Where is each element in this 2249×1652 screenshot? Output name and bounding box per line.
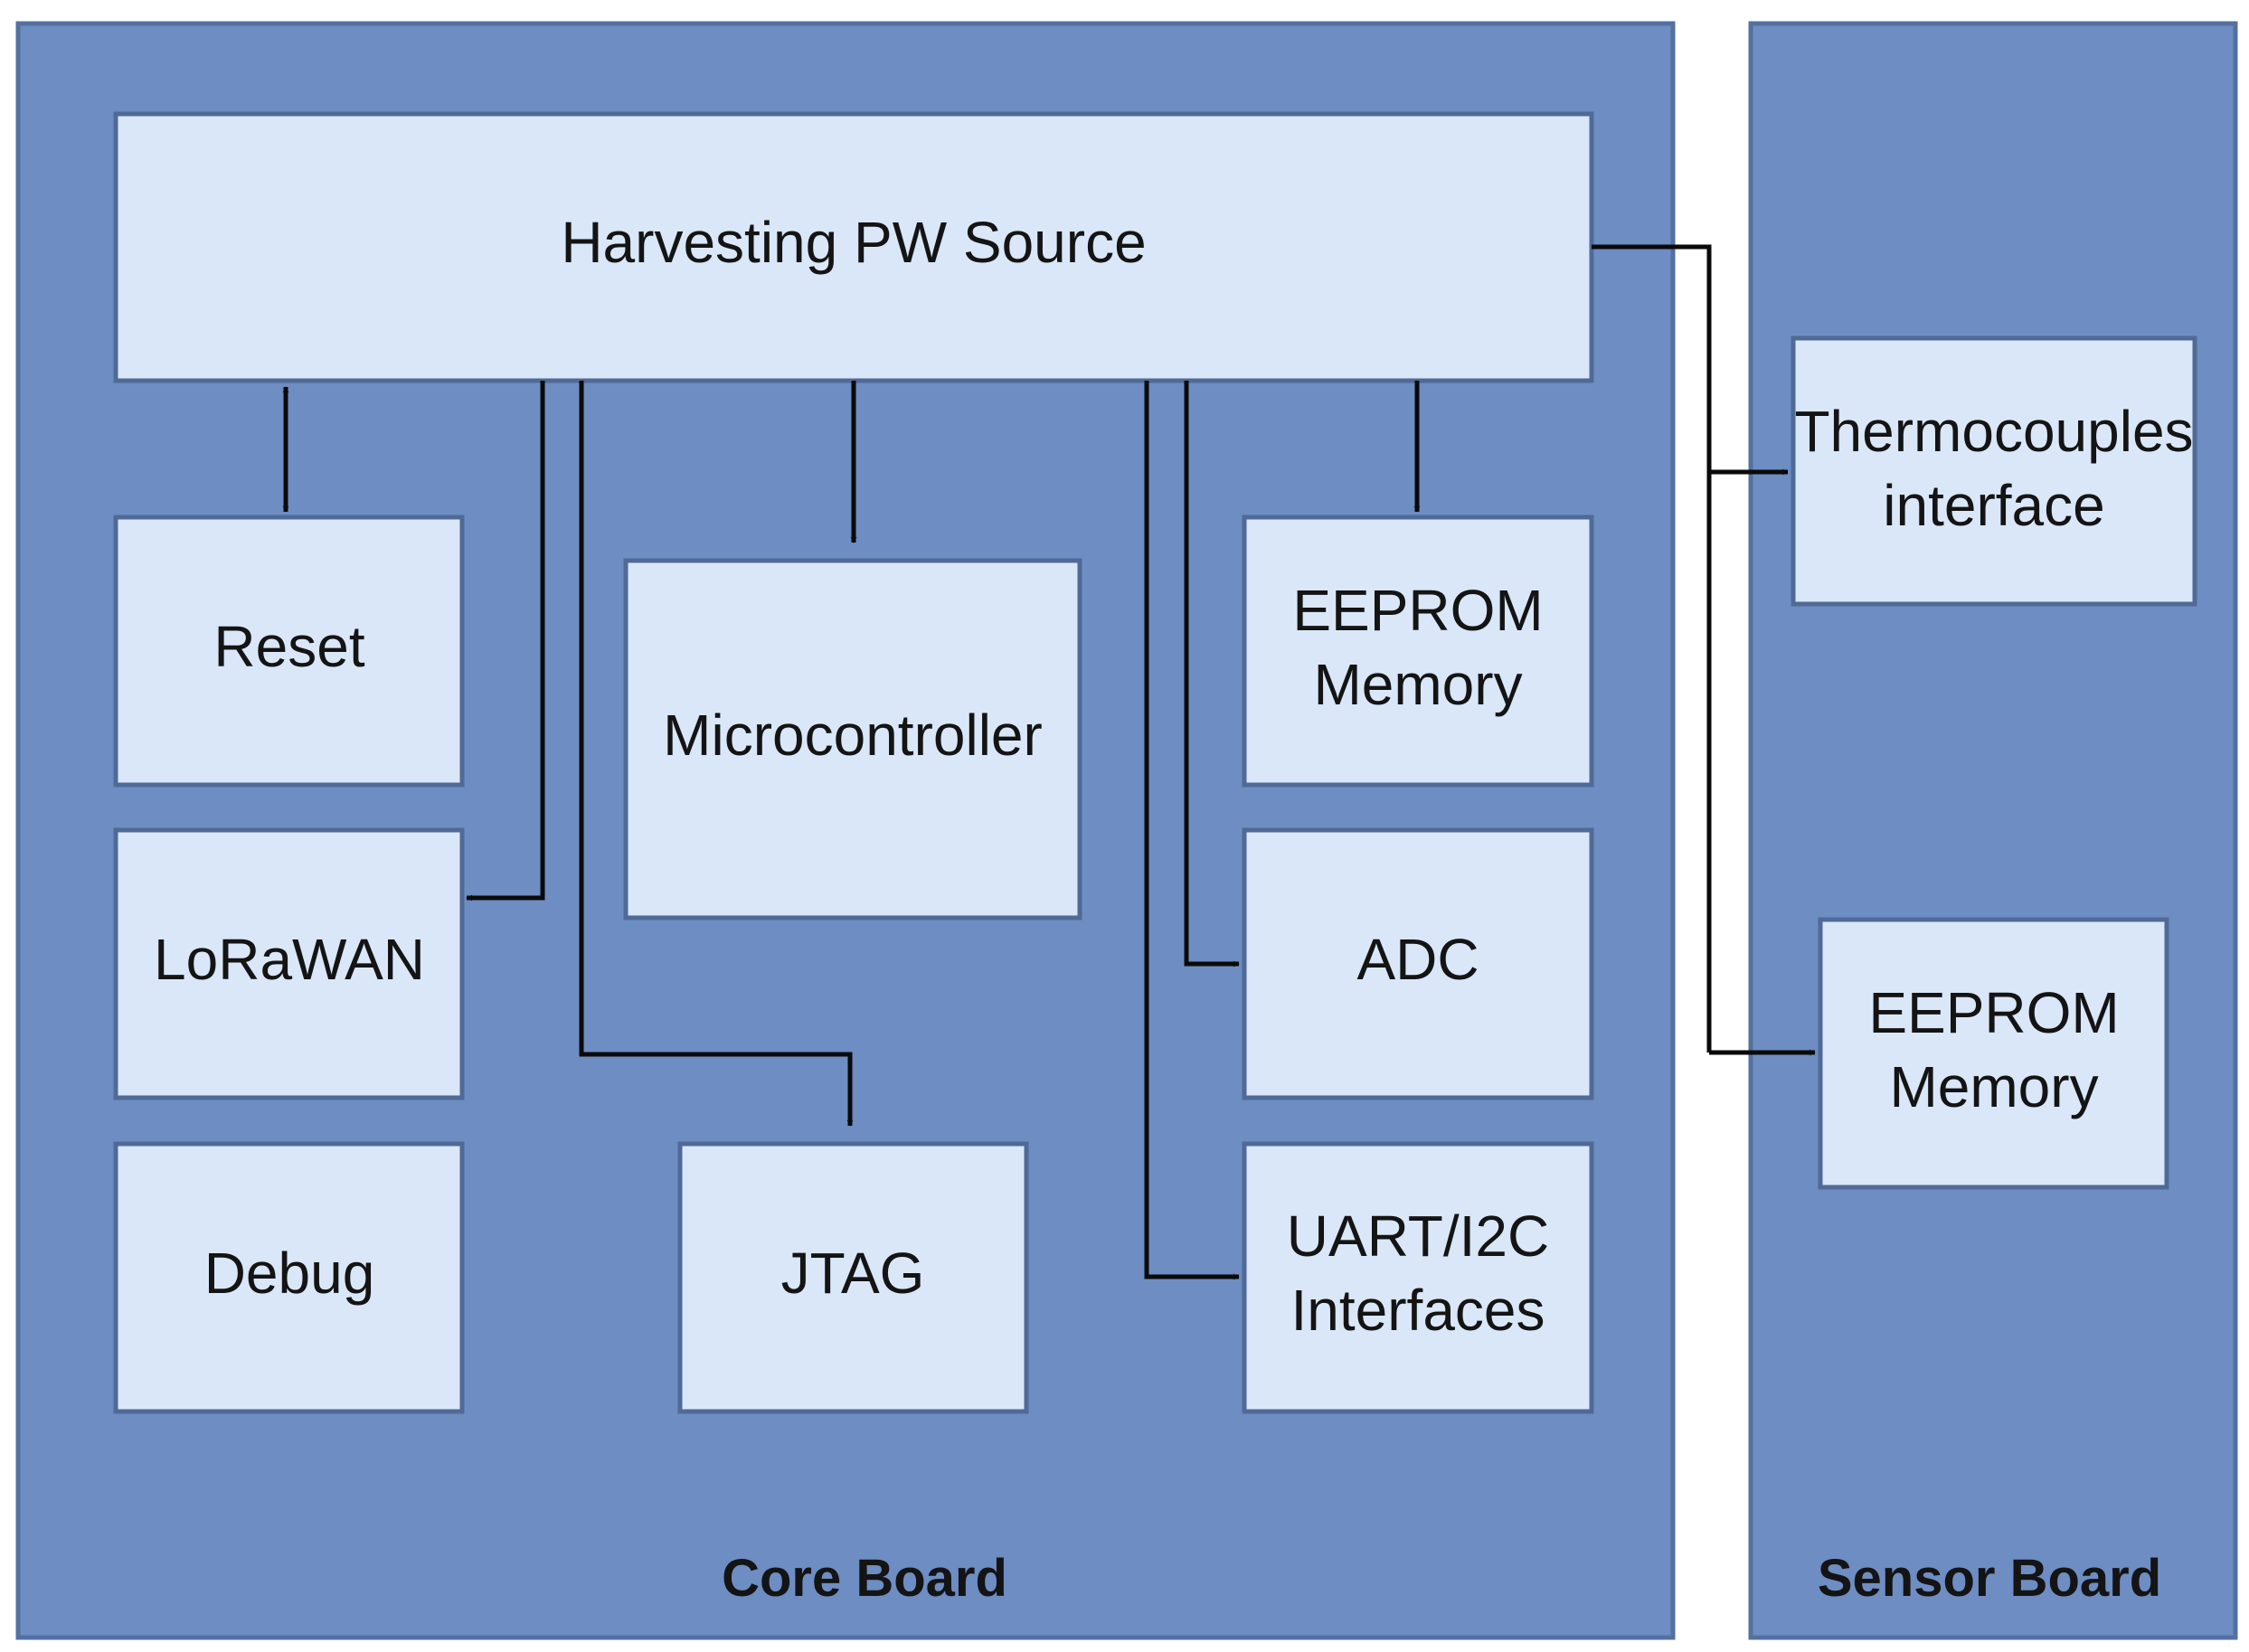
adc-arrow xyxy=(1184,381,1240,968)
eeprom-memory-core-label-line1: EEPROM xyxy=(1292,578,1543,643)
connectors xyxy=(282,244,1816,1280)
core-board-label: Core Board xyxy=(722,1549,1007,1608)
sensor-board-label: Sensor Board xyxy=(1818,1549,2161,1608)
eeprom-memory-core-block xyxy=(1242,514,1594,788)
jtag-block xyxy=(677,1141,1029,1414)
lorawan-label: LoRaWAN xyxy=(154,927,425,992)
thermocouples-interface-label-line1: Thermocouples xyxy=(1794,399,2193,464)
uart-i2c-label-line2: Interfaces xyxy=(1290,1278,1545,1343)
eeprom-memory-sensor-label-line2: Memory xyxy=(1889,1054,2098,1119)
uart-i2c-label-line1: UART/I2C xyxy=(1287,1204,1549,1269)
debug-label: Debug xyxy=(204,1241,375,1306)
lorawan-arrow xyxy=(466,381,545,902)
sensor-board-feed-line xyxy=(1592,244,1712,1053)
debug-block xyxy=(113,1141,465,1414)
reset-label: Reset xyxy=(213,614,364,679)
harvesting-pw-source-block xyxy=(113,111,1594,383)
lorawan-block xyxy=(113,827,465,1100)
sensor-board: Sensor Board xyxy=(1748,21,2238,1640)
jtag-arrow xyxy=(579,381,854,1127)
harvesting-pw-source-label: Harvesting PW Source xyxy=(561,210,1146,275)
microcontroller-block xyxy=(623,558,1082,920)
uart-i2c-arrow xyxy=(1144,381,1240,1280)
jtag-label: JTAG xyxy=(781,1241,925,1306)
eeprom-memory-sensor-block xyxy=(1818,917,2169,1190)
adc-block xyxy=(1242,827,1594,1100)
adc-label: ADC xyxy=(1356,927,1479,992)
eeprom-memory-sensor-label-line1: EEPROM xyxy=(1868,980,2119,1045)
eeprom-memory-core-label-line2: Memory xyxy=(1313,652,1522,717)
microcontroller-label: Microcontroller xyxy=(663,703,1043,768)
reset-block xyxy=(113,514,465,788)
uart-i2c-block xyxy=(1242,1141,1594,1414)
thermocouples-interface-block xyxy=(1791,335,2197,607)
thermocouples-interface-label-line2: interface xyxy=(1883,473,2104,538)
